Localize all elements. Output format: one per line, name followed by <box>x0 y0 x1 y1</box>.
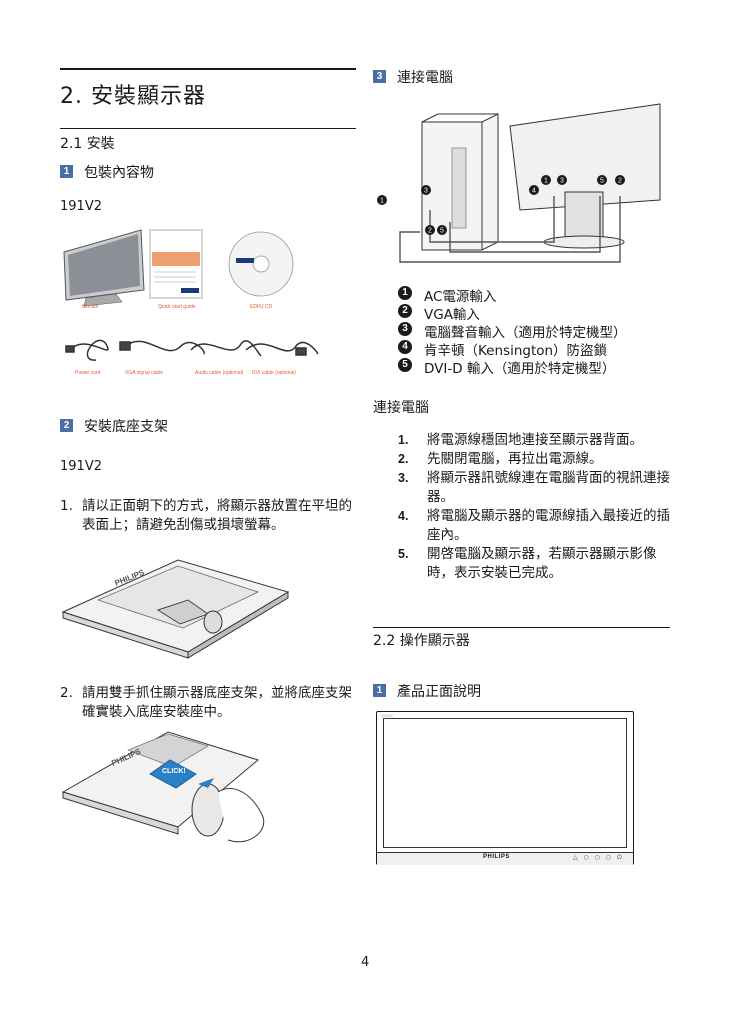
connect-step-4: 4. 將電腦及顯示器的電源線插入最接近的插座內。 <box>398 507 678 545</box>
section2-title: 2.2 操作顯示器 <box>373 633 470 649</box>
caption-dvi: DVI cable (optional) <box>252 370 296 376</box>
caption-vga: VGA signal cable <box>125 370 164 376</box>
cd-image <box>228 231 294 297</box>
caption-power: Power cord <box>75 370 101 376</box>
connect-step-3: 3. 將顯示器訊號線連在電腦背面的視訊連接器。 <box>398 469 678 507</box>
svg-text:5: 5 <box>440 228 444 235</box>
legend-num: 1 <box>398 286 412 300</box>
monitor-facedown-illustration: PHILIPS <box>61 559 290 659</box>
step2-item1-num: 1. <box>60 498 73 514</box>
quick-start-guide-image <box>149 229 203 299</box>
chapter-rule-top <box>60 68 356 70</box>
caption-monitor: Monitor <box>82 304 99 310</box>
step-num: 2. <box>398 452 409 466</box>
front-monitor-bezel: 191V2 PHILIPS △ ○ ○ ○ ⏻ <box>376 711 634 865</box>
legend-num: 5 <box>398 358 412 372</box>
legend-num: 2 <box>398 304 412 318</box>
svg-text:2: 2 <box>428 228 432 235</box>
step2-item2-text: 請用雙手抓住顯示器底座支架，並將底座支架確實裝入底座安裝座中。 <box>82 685 352 720</box>
front-badge: 1 <box>373 684 386 697</box>
step-text: 開啓電腦及顯示器，若顯示器顯示影像時，表示安裝已完成。 <box>427 546 657 581</box>
front-screen <box>383 718 627 848</box>
section2-rule <box>373 627 670 628</box>
svg-text:4: 4 <box>532 188 536 195</box>
step-num: 1. <box>398 433 409 447</box>
legend-text: 電腦聲音輸入（適用於特定機型） <box>424 325 627 341</box>
legend-text: DVI-D 輸入（適用於特定機型） <box>424 361 616 377</box>
cables-image <box>65 339 319 361</box>
legend-text: AC電源輸入 <box>424 289 497 305</box>
legend-text: VGA輸入 <box>424 307 480 323</box>
legend-text: 肯辛頓（Kensington）防盜鎖 <box>424 343 608 359</box>
svg-text:3: 3 <box>560 178 564 185</box>
step1-badge: 1 <box>60 165 73 178</box>
legend-num: 4 <box>398 340 412 354</box>
step-num: 3. <box>398 471 409 485</box>
caption-audio: Audio cable (optional) <box>195 370 244 376</box>
front-brand-logo: PHILIPS <box>483 854 510 860</box>
monitor-image <box>63 229 145 307</box>
step-num: 5. <box>398 547 409 561</box>
svg-text:3: 3 <box>424 188 428 195</box>
front-bottom-bar <box>377 852 633 865</box>
step3-badge: 3 <box>373 70 386 83</box>
connect-heading: 連接電腦 <box>373 400 429 416</box>
step2-model: 191V2 <box>60 459 102 474</box>
caption-guide: Quick start guide <box>158 304 196 310</box>
step1-model: 191V2 <box>60 199 102 214</box>
caption-cd: EDFU CD <box>250 304 273 310</box>
step3-title: 連接電腦 <box>397 70 453 86</box>
connection-illustration: 1 3 2 5 4 1 3 5 2 <box>377 103 661 263</box>
step2-item1-text: 請以正面朝下的方式，將顯示器放置在平坦的表面上；請避免刮傷或損壞螢幕。 <box>82 498 352 533</box>
base-insertion-illustration: PHILIPS <box>61 731 265 843</box>
front-model-tag: 191V2 <box>381 713 393 718</box>
package-contents-illustration <box>63 229 319 361</box>
connect-step-1: 1. 將電源線穩固地連接至顯示器背面。 <box>398 431 678 450</box>
section-title: 2.1 安裝 <box>60 136 115 152</box>
step-text: 將電腦及顯示器的電源線插入最接近的插座內。 <box>427 508 670 543</box>
step-text: 將電源線穩固地連接至顯示器背面。 <box>427 432 643 448</box>
step-num: 4. <box>398 509 409 523</box>
step2-item2-num: 2. <box>60 685 73 701</box>
svg-text:2: 2 <box>618 178 622 185</box>
step1-title: 包裝內容物 <box>84 165 154 181</box>
svg-text:5: 5 <box>600 178 604 185</box>
section-rule <box>60 128 356 129</box>
step-text: 先關閉電腦，再拉出電源線。 <box>427 451 603 467</box>
front-control-buttons: △ ○ ○ ○ ⏻ <box>573 854 624 861</box>
page-number: 4 <box>361 955 370 970</box>
front-title: 產品正面說明 <box>397 684 481 700</box>
svg-text:1: 1 <box>380 198 384 205</box>
step2-title: 安裝底座支架 <box>84 419 168 435</box>
connect-step-2: 2. 先關閉電腦，再拉出電源線。 <box>398 450 678 469</box>
chapter-title: 2. 安裝顯示器 <box>60 84 206 109</box>
step2-badge: 2 <box>60 419 73 432</box>
connect-step-5: 5. 開啓電腦及顯示器，若顯示器顯示影像時，表示安裝已完成。 <box>398 545 678 583</box>
step-text: 將顯示器訊號線連在電腦背面的視訊連接器。 <box>427 470 670 505</box>
legend-num: 3 <box>398 322 412 336</box>
svg-text:1: 1 <box>544 178 548 185</box>
click-label: CLICK! <box>162 768 186 775</box>
